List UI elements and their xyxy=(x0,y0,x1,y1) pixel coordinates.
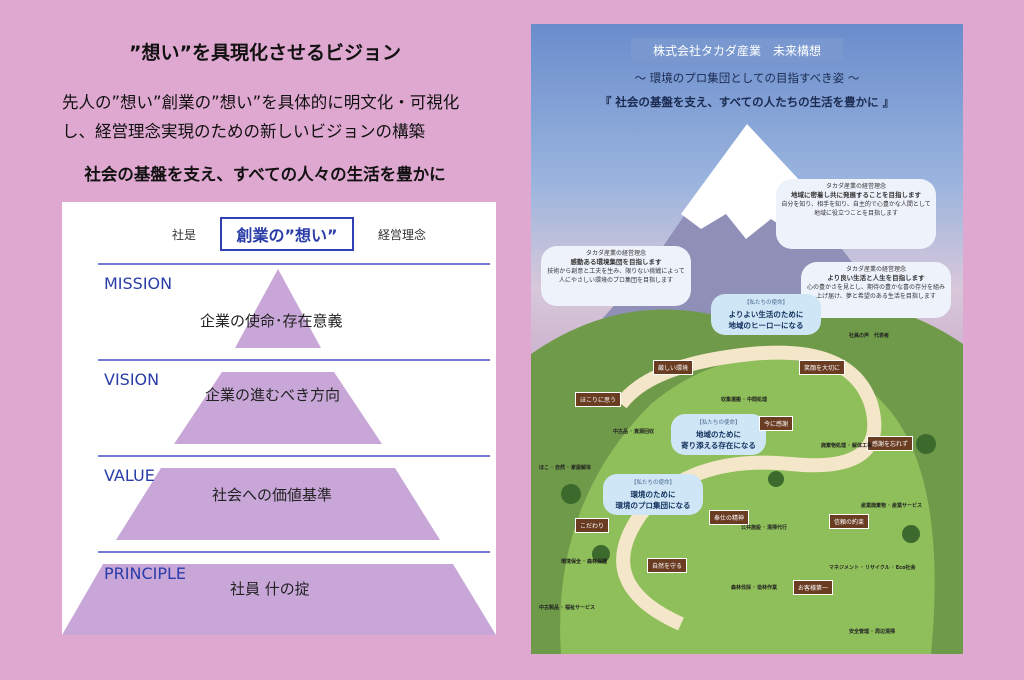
pyramid-tier-mission xyxy=(235,269,321,348)
caption: 社員の声 代表者 xyxy=(849,333,890,339)
signpost-7: 奉仕の精神 xyxy=(709,510,750,525)
mission-box-1: 【私たちの使命】 よりよい生活のために 地域のヒーローになる xyxy=(711,294,821,335)
founding-thought-box: 創業の”想い” xyxy=(220,217,354,251)
lead-line-2: し、経営理念実現のための新しいビジョンの構築 xyxy=(62,122,425,141)
signpost-9: 自然を守る xyxy=(647,558,688,573)
signpost-2: 笑顔を大切に xyxy=(799,360,846,375)
caption: ほこ ･ 自然 ･ 家屋解体 xyxy=(539,465,591,471)
signpost-5: 感謝を忘れず xyxy=(867,436,914,451)
caption: 公共施設 ･ 清掃代行 xyxy=(741,525,787,531)
signpost-8: 信頼の約束 xyxy=(829,514,870,529)
vision-map-poster: 株式会社タカダ産業 未来構想 〜 環境のプロ集団としての目指すべき姿 〜 『 社… xyxy=(531,24,963,654)
level-desc-value: 社会への価値基準 xyxy=(212,486,333,504)
winding-path xyxy=(615,345,882,631)
tree xyxy=(592,545,610,563)
pyramid-tier-principle xyxy=(62,564,496,635)
caption: 中古品 ･ 資源回収 xyxy=(613,429,654,435)
caption: マネジメント ･ リサイクル ･ Eco社会 xyxy=(829,565,916,571)
signpost-10: お客様第一 xyxy=(793,580,834,595)
pyramid-graphic xyxy=(62,263,496,635)
caption: 環境保全 ･ 森林保護 xyxy=(561,559,607,565)
caption: 廃棄物処理 ･ 解体工事 xyxy=(821,443,872,449)
lead-paragraph: 先人の”想い”創業の”想い”を具体的に明文化・可視化 し、経営理念実現のための新… xyxy=(62,88,512,146)
label-shaze: 社是 xyxy=(172,228,197,242)
poster-title: 株式会社タカダ産業 未来構想 xyxy=(631,38,843,62)
pyramid-diagram: 社是 創業の”想い” 経営理念 MISSION 企業の使命･存在意義 VISIO… xyxy=(62,202,496,635)
caption: 産業廃棄物 ･ 産業サービス xyxy=(861,503,922,509)
tree xyxy=(561,484,581,504)
mission-box-2: 【私たちの使命】 地域のために 寄り添える存在になる xyxy=(671,414,766,455)
level-desc-mission: 企業の使命･存在意義 xyxy=(200,312,343,330)
pyramid-tier-vision xyxy=(174,372,382,444)
tree xyxy=(768,471,784,487)
caption: 収集運搬 ･ 中間処理 xyxy=(721,397,767,403)
poster-illustration xyxy=(531,124,963,654)
signpost-4: 今に感謝 xyxy=(759,416,794,431)
pyramid-tier-value xyxy=(116,468,440,540)
signpost-1: 厳しい環境 xyxy=(653,360,694,375)
signpost-6: こだわり xyxy=(575,518,610,533)
signpost-3: ほこりに思う xyxy=(575,392,622,407)
subtitle: 社会の基盤を支え、すべての人々の生活を豊かに xyxy=(84,165,446,184)
philosophy-bubble-3: タカダ産業の経営理念 より良い生活と人生を目指します 心の豊かさを見とし、期待の… xyxy=(801,262,951,318)
lead-line-1: 先人の”想い”創業の”想い”を具体的に明文化・可視化 xyxy=(62,93,460,112)
mission-box-3: 【私たちの使命】 環境のために 環境のプロ集団になる xyxy=(603,474,703,515)
level-name-mission: MISSION xyxy=(104,274,173,293)
poster-slogan: 『 社会の基盤を支え、すべての人たちの生活を豊かに 』 xyxy=(599,95,895,109)
tree xyxy=(916,434,936,454)
level-desc-vision: 企業の進むべき方向 xyxy=(205,386,341,404)
caption: 中古製品 ･ 福祉サービス xyxy=(539,605,595,611)
level-desc-principle: 社員 什の掟 xyxy=(230,580,310,598)
section-title: ”想い”を具現化させるビジョン xyxy=(129,42,401,64)
valley-meadow xyxy=(560,358,935,654)
philosophy-bubble-1: タカダ産業の経営理念 地域に密着し共に発展することを目指します 自分を知り、相手… xyxy=(776,179,936,249)
philosophy-bubble-2: タカダ産業の経営理念 感動ある環境集団を目指します 技術から創意と工夫を生み、限… xyxy=(541,246,691,306)
caption: 安全管理 ･ 周辺清掃 xyxy=(849,629,895,635)
level-name-value: VALUE xyxy=(104,466,155,485)
poster-subtitle: 〜 環境のプロ集団としての目指すべき姿 〜 xyxy=(634,71,860,85)
label-management-philosophy: 経営理念 xyxy=(378,228,427,242)
level-name-vision: VISION xyxy=(104,370,160,389)
tree xyxy=(902,525,920,543)
caption: 森林伐採 ･ 造林作業 xyxy=(731,585,777,591)
level-name-principle: PRINCIPLE xyxy=(104,564,187,583)
